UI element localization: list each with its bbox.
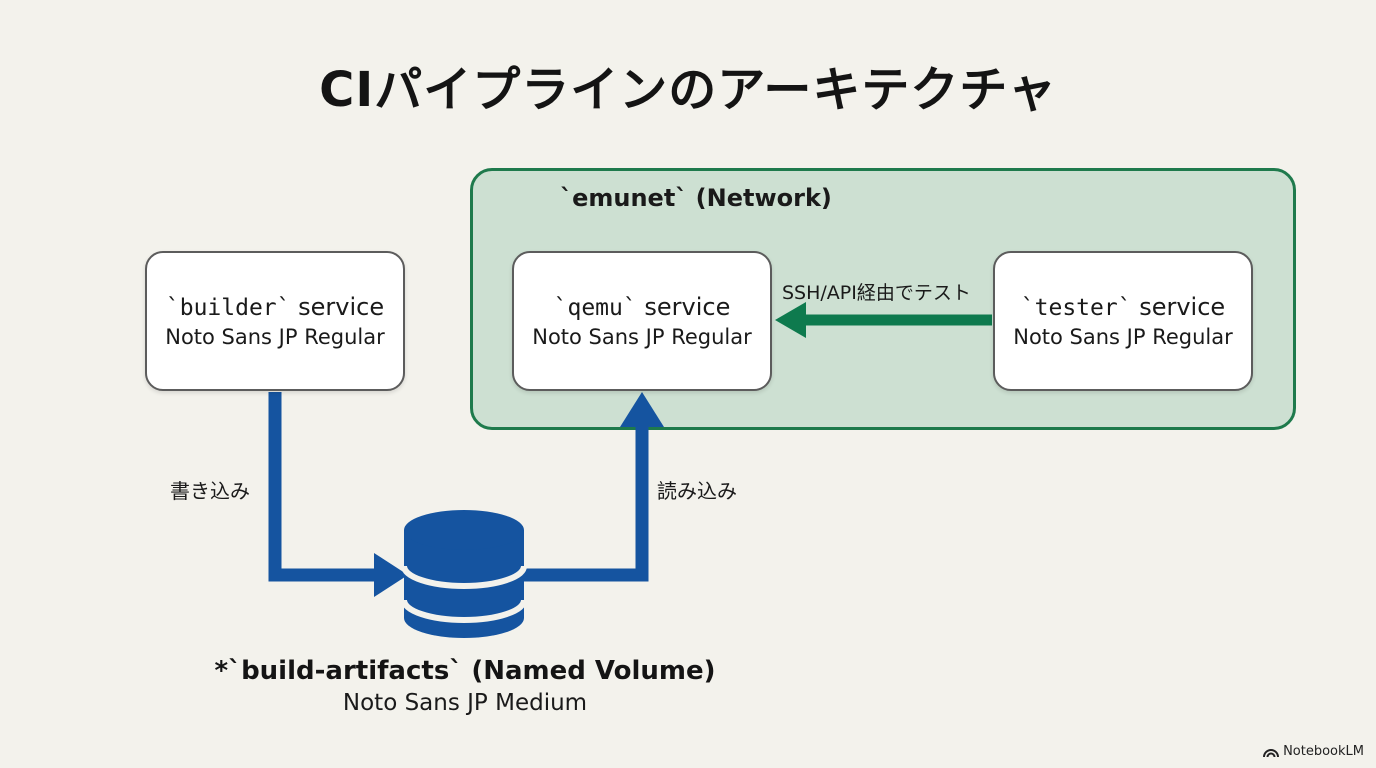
test-label: SSH/API経由でテスト — [782, 282, 971, 304]
volume-font: Noto Sans JP Medium — [342, 690, 588, 716]
write-connector — [268, 392, 380, 582]
notebooklm-logo-icon — [1263, 748, 1280, 757]
tester-service-box: `tester` service Noto Sans JP Regular — [993, 251, 1253, 391]
database-icon — [401, 510, 527, 638]
builder-service-box: `builder` service Noto Sans JP Regular — [145, 251, 405, 391]
read-arrowhead — [620, 392, 664, 427]
test-arrowhead — [775, 302, 806, 338]
read-label: 読み込み — [657, 479, 737, 503]
qemu-suffix: service — [636, 293, 731, 321]
network-label: `emunet` (Network) — [560, 184, 832, 212]
tester-service-name: `tester` service — [1021, 293, 1225, 321]
tester-suffix: service — [1131, 293, 1226, 321]
builder-service-name: `builder` service — [166, 293, 384, 321]
qemu-service-box: `qemu` service Noto Sans JP Regular — [512, 251, 772, 391]
builder-suffix: service — [290, 293, 385, 321]
volume-name: *`build-artifacts` (Named Volume) — [214, 656, 716, 686]
read-connector — [524, 420, 649, 582]
write-label: 書き込み — [170, 479, 250, 503]
brand-name: NotebookLM — [1283, 744, 1364, 759]
builder-service-font: Noto Sans JP Regular — [165, 325, 385, 349]
qemu-service-name: `qemu` service — [554, 293, 731, 321]
notebooklm-watermark: NotebookLM — [1263, 744, 1364, 759]
tester-code: `tester` — [1020, 295, 1132, 321]
qemu-code: `qemu` — [553, 295, 637, 321]
write-arrowhead — [374, 553, 408, 597]
qemu-service-font: Noto Sans JP Regular — [532, 325, 752, 349]
builder-code: `builder` — [165, 295, 291, 321]
diagram-title: CIパイプラインのアーキテクチャ — [319, 62, 1057, 118]
tester-service-font: Noto Sans JP Regular — [1013, 325, 1233, 349]
